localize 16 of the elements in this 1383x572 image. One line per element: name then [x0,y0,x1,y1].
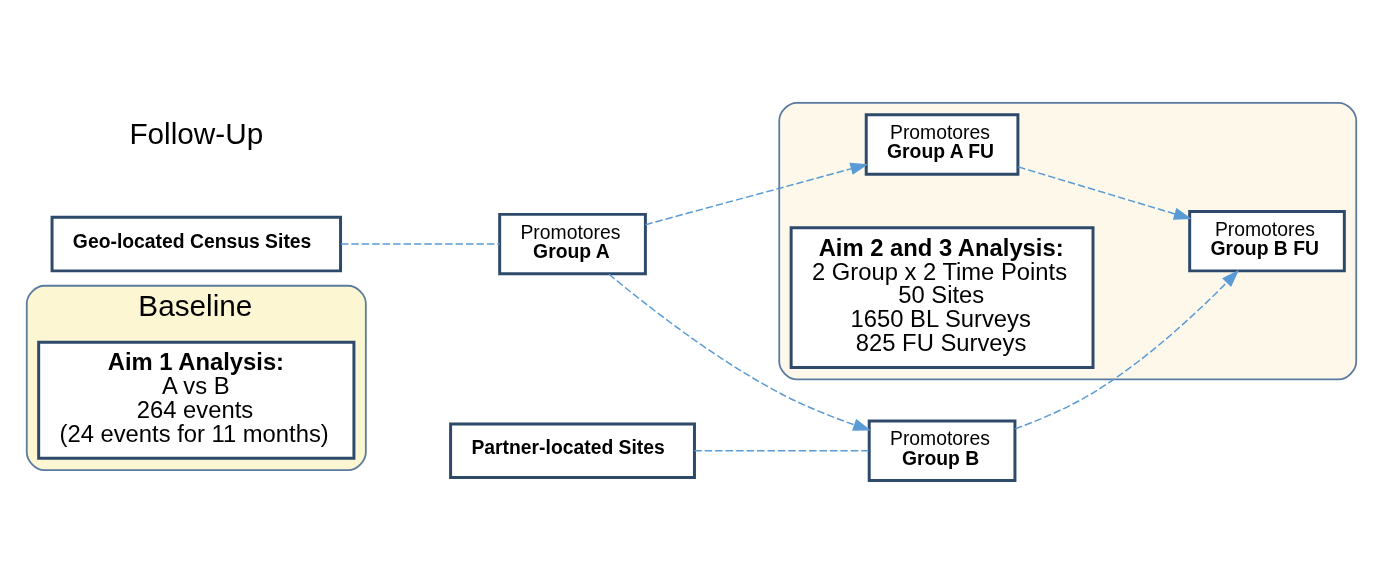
arrow [1017,165,1192,220]
node-box: Promotores Group B [867,419,1017,482]
arrow [608,273,871,431]
node-box: Aim 2 and 3 Analysis: 2 Group x 2 Time Points 50 Sites 1650 BL Surveys 825 FU Surveys [789,225,1095,369]
node-box: Partner-located Sites [449,422,696,479]
connector [340,242,501,245]
node-box: Promotores Group B FU [1188,209,1346,272]
arrow [1014,269,1240,430]
node-box: Geo-located Census Sites [50,215,343,272]
cluster [778,101,1358,380]
connector [693,449,870,452]
arrow [644,162,869,225]
node-box: Promotores Group A FU [864,112,1020,176]
label: Follow-Up [129,116,264,150]
node-box: Aim 1 Analysis: A vs B 264 events (24 events for 11 months) [37,340,356,460]
node-box: Promotores Group A [498,212,647,275]
